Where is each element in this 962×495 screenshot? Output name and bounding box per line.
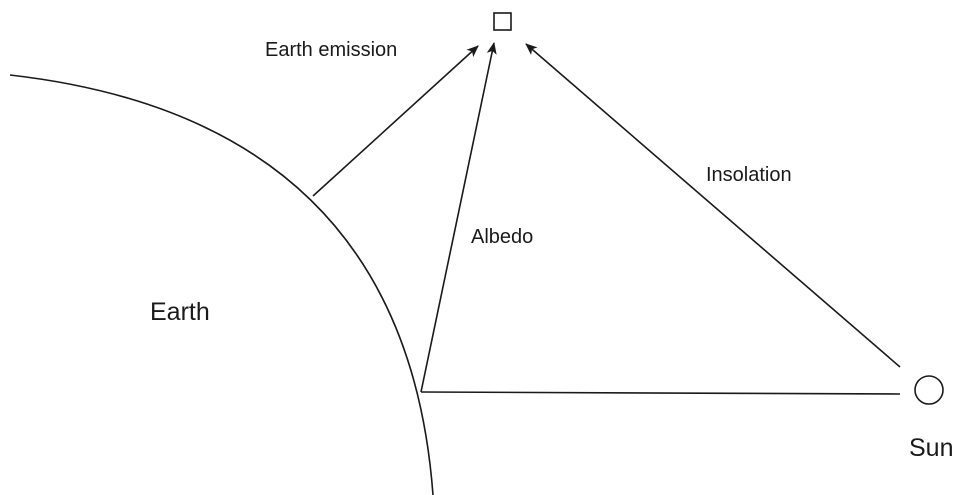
earth-surface-arc: [9, 74, 434, 495]
albedo-arrow: [420, 42, 497, 393]
albedo-label: Albedo: [471, 226, 533, 248]
earth-emission-label: Earth emission: [265, 39, 397, 61]
satellite-square: [493, 12, 512, 31]
sun-circle: [914, 375, 944, 405]
insolation-label: Insolation: [706, 164, 792, 186]
sun-label: Sun: [909, 434, 953, 462]
insolation-arrow: [525, 43, 901, 368]
sun-earth-line: [420, 391, 901, 395]
earth-label: Earth: [150, 298, 210, 326]
earth-emission-arrow: [312, 45, 479, 197]
